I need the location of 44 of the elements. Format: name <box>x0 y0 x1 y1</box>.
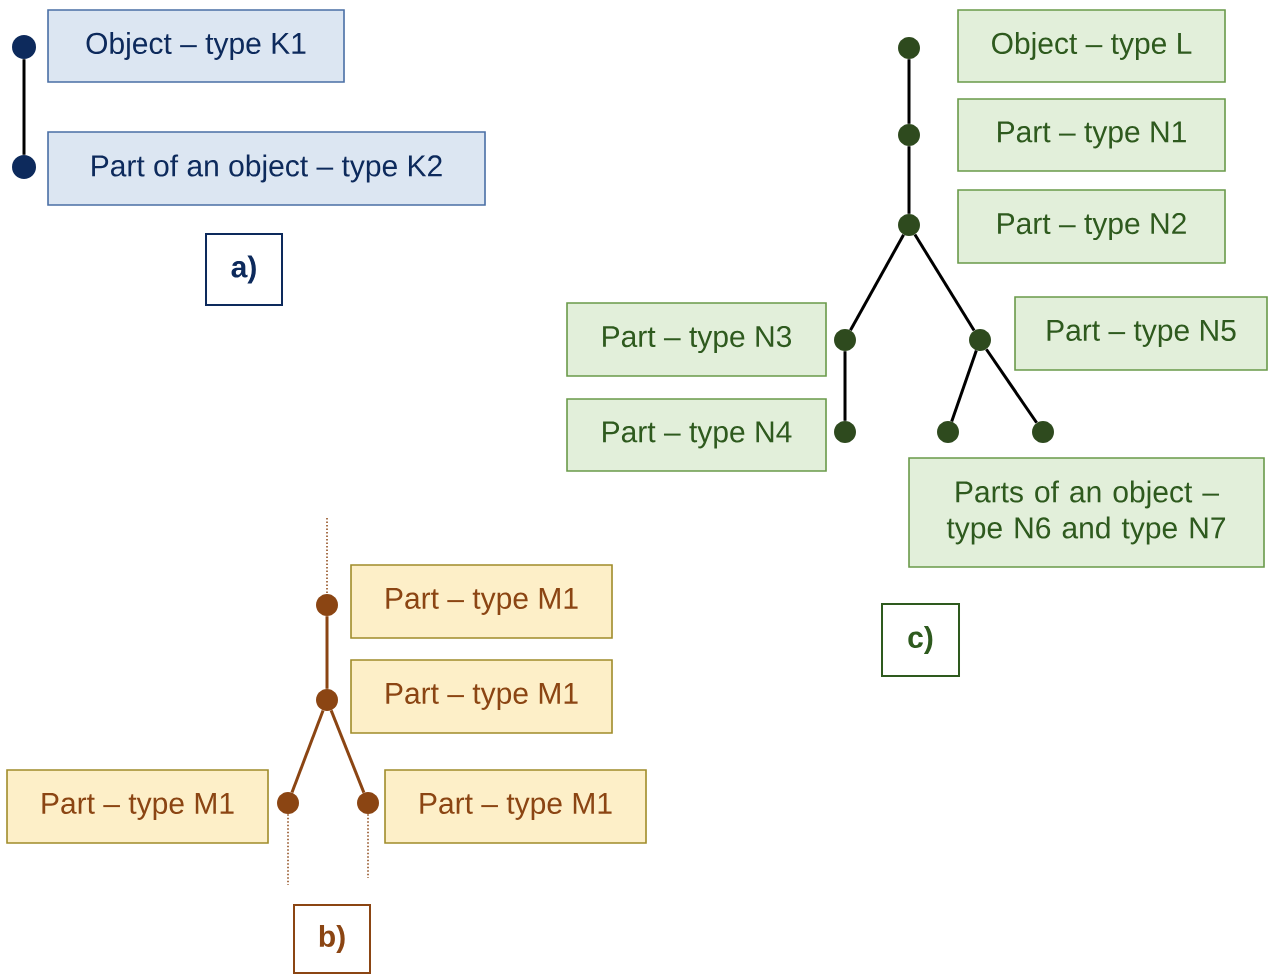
label-box: Part – type N1 <box>957 98 1226 172</box>
label-box: Part – type M1 <box>6 769 269 844</box>
connector-line <box>907 59 911 124</box>
label-box: Part – type N2 <box>957 189 1226 264</box>
connector-line <box>849 234 905 331</box>
junction-dot <box>1032 421 1054 443</box>
junction-dot <box>898 214 920 236</box>
panel-label: a) <box>205 233 283 306</box>
label-box: Part – type N3 <box>566 302 827 377</box>
connector-line <box>843 351 847 421</box>
label-box: Parts of an object – type N6 and type N7 <box>908 457 1265 568</box>
label-box: Object – type K1 <box>47 9 345 83</box>
connector-line <box>985 348 1038 424</box>
junction-dot <box>898 37 920 59</box>
connector-line <box>22 59 26 155</box>
panel-label: b) <box>293 904 371 974</box>
label-box: Object – type L <box>957 9 1226 83</box>
dotted-line <box>287 813 289 886</box>
junction-dot <box>316 594 338 616</box>
junction-dot <box>277 792 299 814</box>
connector-line <box>913 233 976 332</box>
label-box: Part – type N5 <box>1014 296 1268 371</box>
panel-label: c) <box>881 603 960 677</box>
label-box: Part – type N4 <box>566 398 827 472</box>
junction-dot <box>969 329 991 351</box>
junction-dot <box>12 35 36 59</box>
dotted-line <box>326 517 328 595</box>
connector-line <box>290 709 325 794</box>
dotted-line <box>367 813 369 879</box>
junction-dot <box>357 792 379 814</box>
junction-dot <box>834 329 856 351</box>
junction-dot <box>316 689 338 711</box>
connector-line <box>950 350 978 422</box>
label-box: Part – type M1 <box>350 564 613 639</box>
connector-line <box>325 616 329 689</box>
junction-dot <box>898 124 920 146</box>
connector-line <box>907 146 911 214</box>
label-box: Part of an object – type K2 <box>47 131 486 206</box>
junction-dot <box>937 421 959 443</box>
junction-dot <box>834 421 856 443</box>
label-box: Part – type M1 <box>384 769 647 844</box>
junction-dot <box>12 155 36 179</box>
label-box: Part – type M1 <box>350 659 613 734</box>
connector-line <box>329 709 366 794</box>
